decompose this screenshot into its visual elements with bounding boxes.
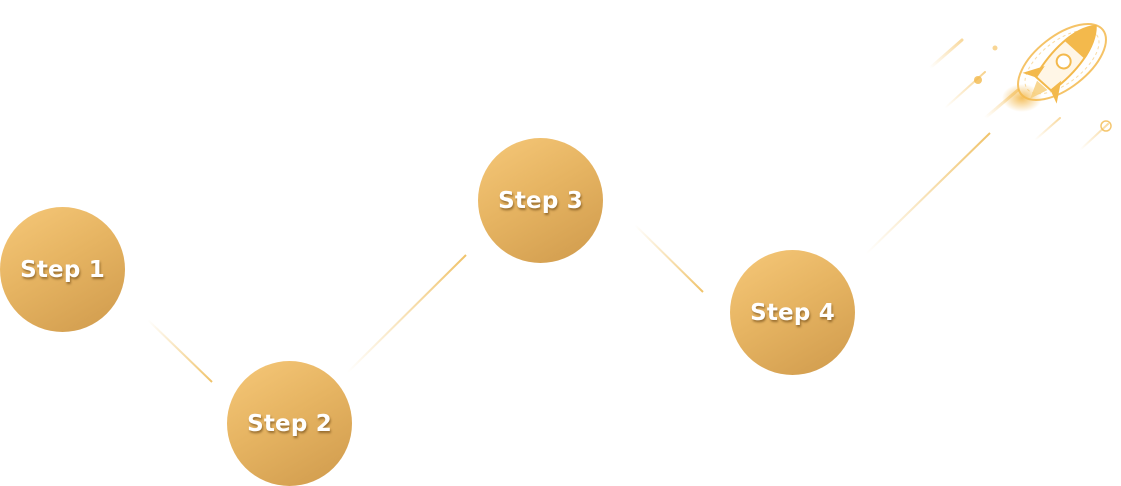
connector-step2-step3	[346, 254, 467, 374]
connector-step1-step2	[147, 319, 213, 383]
connector-step4-rocket	[865, 132, 991, 255]
step-3-node: Step 3	[478, 138, 603, 263]
step-1-node: Step 1	[0, 207, 125, 332]
rocket-icon	[928, 22, 1112, 151]
step-3-label: Step 3	[498, 187, 583, 214]
step-2-label: Step 2	[247, 410, 332, 437]
step-1-label: Step 1	[20, 256, 105, 283]
step-2-node: Step 2	[227, 361, 352, 486]
step-4-label: Step 4	[750, 299, 835, 326]
connector-step3-step4	[634, 224, 704, 293]
step-4-node: Step 4	[730, 250, 855, 375]
